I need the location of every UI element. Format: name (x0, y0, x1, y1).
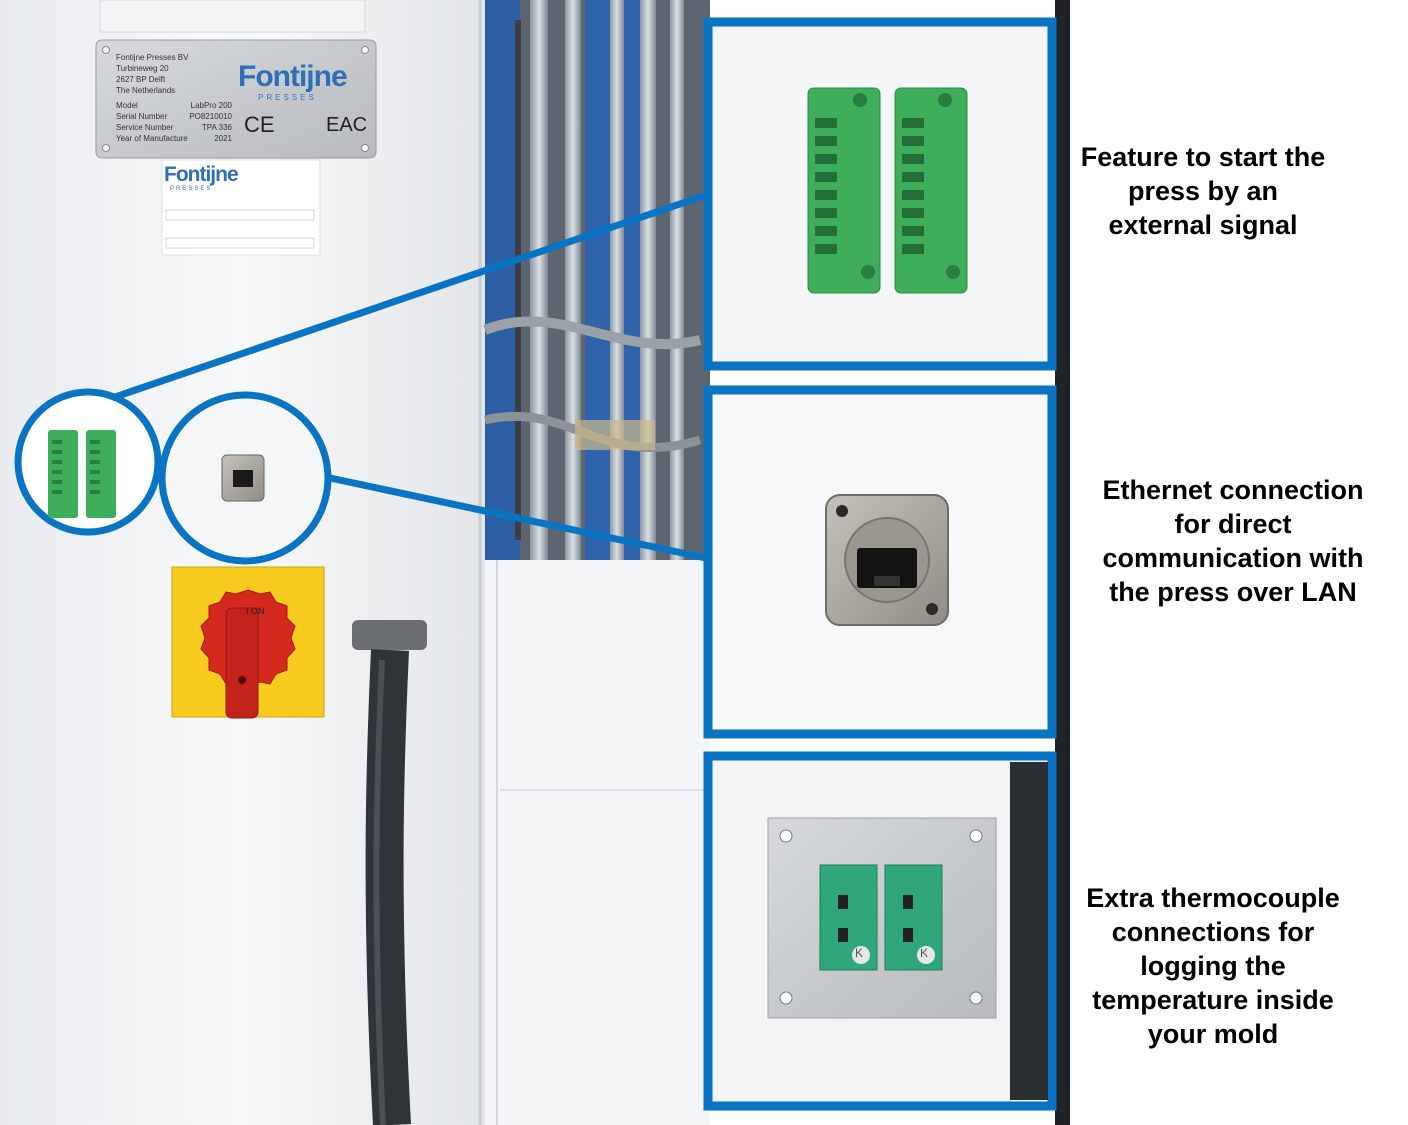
terminal-block-large (807, 87, 968, 294)
nameplate (95, 39, 377, 159)
eac-mark: EAC (326, 114, 368, 136)
thermocouple-plate (767, 817, 997, 1019)
nameplate-field-values: LabPro 200 PO8210010 TPA 336 2021 (189, 101, 232, 143)
label-card-logo-sub: PRESSES (170, 186, 213, 192)
terminal-block-small (48, 430, 116, 518)
nameplate-company: Fontijne Presses BV Turbineweg 20 2627 B… (116, 53, 189, 95)
ce-mark: CE (244, 112, 275, 137)
caption-thermocouple: Extra thermocouple connections for loggi… (1086, 883, 1340, 1049)
label-card-logo: Fontijne (164, 163, 239, 186)
power-cable (365, 649, 411, 1125)
connector-line-terminals (110, 188, 717, 402)
calibration-label (161, 159, 321, 256)
cable-gland (352, 620, 427, 650)
switch-handle (225, 607, 259, 719)
thermocouple-k-left: K (855, 946, 864, 960)
machine-lower-body (485, 560, 710, 1125)
nameplate-field-labels: Model Serial Number Service Number Year … (116, 101, 188, 143)
connector-line-ethernet (329, 474, 716, 564)
thermocouple-k-right: K (920, 946, 929, 960)
caption-external-signal: Feature to start the press by an externa… (1080, 142, 1326, 240)
caption-ethernet: Ethernet connection for direct communica… (1102, 475, 1364, 607)
thermocouple-sockets (819, 864, 943, 971)
fontijne-logo: Fontijne (238, 60, 348, 93)
switch-marking: I ON (246, 606, 265, 616)
fontijne-logo-sub: PRESSES (258, 93, 317, 102)
